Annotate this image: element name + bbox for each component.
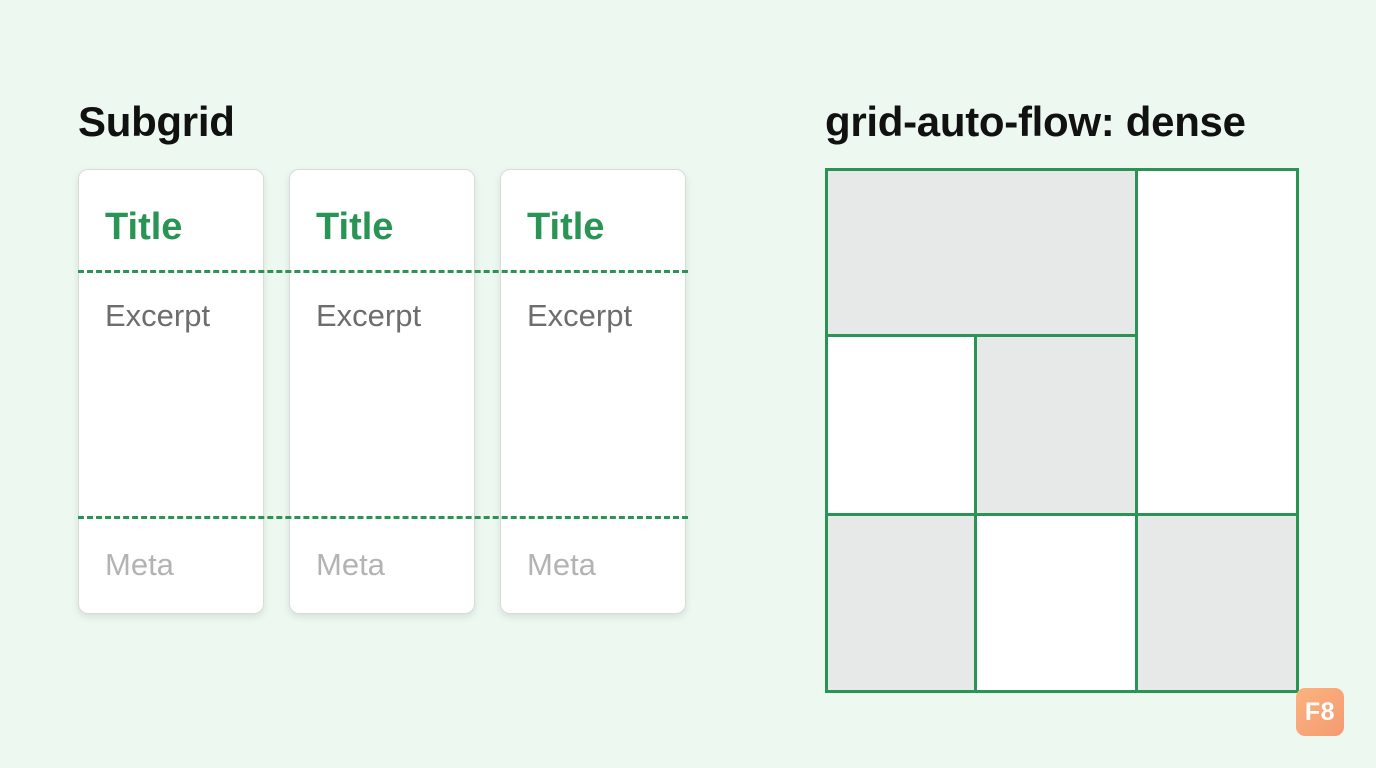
card-title: Title [316, 206, 394, 248]
f8-logo-badge: F8 [1296, 688, 1344, 736]
grid-cell-empty [825, 334, 977, 516]
card-excerpt: Excerpt [105, 298, 211, 333]
card-meta: Meta [527, 547, 596, 582]
card-excerpt: Excerpt [316, 298, 422, 333]
grid-cell-empty [974, 513, 1138, 693]
subgrid-meta-row-line [78, 516, 688, 519]
card-title: Title [105, 206, 183, 248]
subgrid-card-2: Title Excerpt Meta [289, 169, 475, 614]
card-meta: Meta [316, 547, 385, 582]
card-excerpt: Excerpt [527, 298, 633, 333]
grid-item-filled [974, 334, 1138, 516]
card-title: Title [527, 206, 605, 248]
subgrid-heading: Subgrid [78, 98, 235, 145]
grid-cell-empty [1135, 168, 1299, 516]
dense-grid-diagram [825, 168, 1299, 693]
dense-heading: grid-auto-flow: dense [825, 98, 1246, 145]
subgrid-title-row-line [78, 270, 688, 273]
subgrid-card-1: Title Excerpt Meta [78, 169, 264, 614]
grid-item-filled [1135, 513, 1299, 693]
card-meta: Meta [105, 547, 174, 582]
grid-item-filled [825, 513, 977, 693]
grid-item-wide [825, 168, 1138, 337]
subgrid-card-3: Title Excerpt Meta [500, 169, 686, 614]
